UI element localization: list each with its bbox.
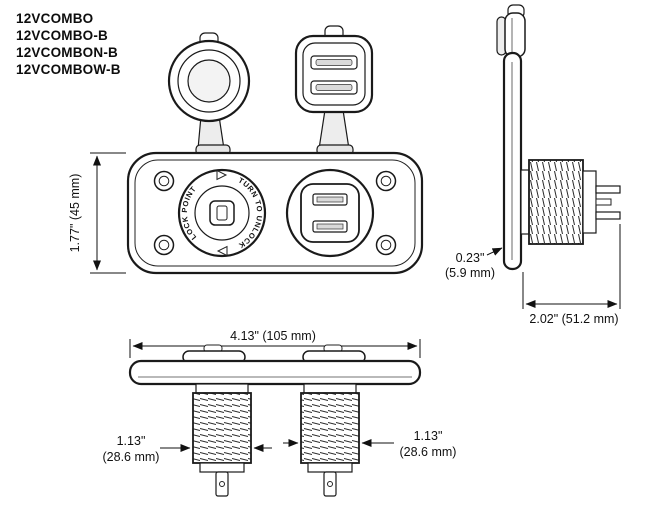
socket-contact xyxy=(216,205,228,221)
flange-thickness-dimension: 0.23" (5.9 mm) xyxy=(445,247,503,280)
width-dimension-label: 4.13" (105 mm) xyxy=(230,329,316,343)
width-dimension: 4.13" (105 mm) xyxy=(129,329,421,358)
height-dimension: 1.77" (45 mm) xyxy=(68,152,126,274)
depth-dimension-label: 2.02" (51.2 mm) xyxy=(529,312,618,326)
side-barrel xyxy=(520,159,621,245)
barrel-neck xyxy=(195,383,249,394)
flange-thickness-label-in: 0.23" xyxy=(456,251,485,265)
part-number-list: 12VCOMBO 12VCOMBO-B 12VCOMBON-B 12VCOMBO… xyxy=(16,10,121,78)
barrel-end xyxy=(307,462,353,473)
pin-hole xyxy=(327,481,333,487)
bottom-view: 4.13" (105 mm) xyxy=(103,329,456,497)
terminal-pin xyxy=(595,211,621,220)
terminal-pin xyxy=(595,185,621,194)
left-diameter-label-in: 1.13" xyxy=(117,434,146,448)
part-number: 12VCOMBO-B xyxy=(16,28,109,43)
panel-faceplate xyxy=(126,151,424,275)
usb-socket xyxy=(285,168,375,258)
power-socket: LOCK POINT TURN TO UNLOCK xyxy=(177,168,267,258)
usb-cap xyxy=(294,25,374,150)
panel-profile xyxy=(128,359,422,386)
barrel-housing xyxy=(582,170,597,234)
part-number: 12VCOMBON-B xyxy=(16,45,118,60)
flange-thickness-label-mm: (5.9 mm) xyxy=(445,266,495,280)
right-barrel xyxy=(300,383,360,497)
left-diameter-label-mm: (28.6 mm) xyxy=(103,450,160,464)
round-cap xyxy=(167,32,251,150)
depth-dimension: 2.02" (51.2 mm) xyxy=(522,224,621,326)
side-flange xyxy=(502,51,523,271)
terminal-tab xyxy=(595,198,612,206)
side-cap xyxy=(496,4,526,58)
barrel-end xyxy=(199,462,245,473)
front-view: LOCK POINT TURN TO UNLOCK xyxy=(68,25,424,275)
rotation-indicator-triangle xyxy=(216,169,228,181)
corner-screws xyxy=(153,170,397,256)
rotation-indicator-triangle xyxy=(216,245,228,257)
left-barrel xyxy=(192,383,252,497)
left-diameter-dimension: 1.13" (28.6 mm) xyxy=(103,434,272,464)
cap-strap xyxy=(318,109,350,150)
pin-hole xyxy=(219,481,225,487)
threaded-barrel xyxy=(192,392,252,464)
barrel-neck xyxy=(303,383,357,394)
part-number: 12VCOMBO xyxy=(16,11,94,26)
height-dimension-label: 1.77" (45 mm) xyxy=(68,174,82,253)
right-diameter-label-in: 1.13" xyxy=(414,429,443,443)
threaded-barrel xyxy=(528,159,584,245)
right-diameter-dimension: 1.13" (28.6 mm) xyxy=(283,429,456,459)
part-number: 12VCOMBOW-B xyxy=(16,62,121,77)
barrel-neck xyxy=(520,169,530,235)
right-diameter-label-mm: (28.6 mm) xyxy=(400,445,457,459)
threaded-barrel xyxy=(300,392,360,464)
side-view: 0.23" (5.9 mm) 2.02" (51.2 mm) xyxy=(445,4,621,326)
